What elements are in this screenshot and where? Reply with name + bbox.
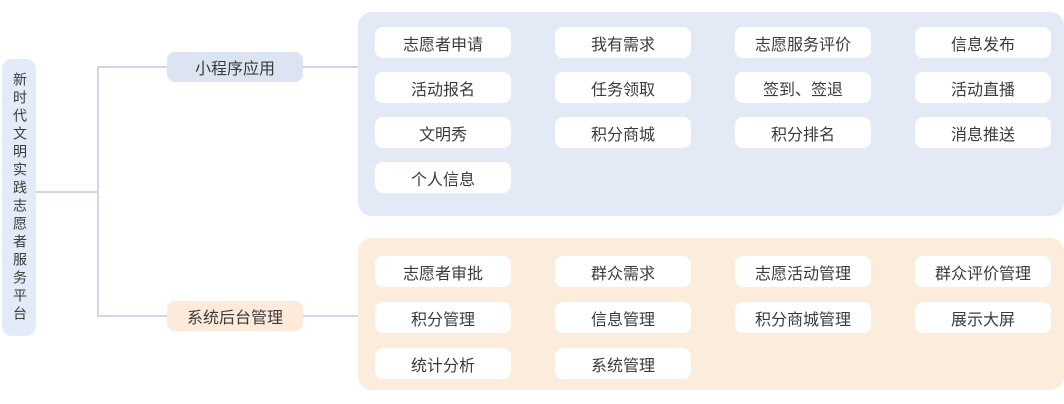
- mini-program-feature-item[interactable]: 信息发布: [915, 27, 1051, 58]
- backend-feature-item[interactable]: 展示大屏: [915, 302, 1051, 333]
- feature-item-label: 统计分析: [410, 355, 475, 375]
- connector-trunk-to-miniprogram: [97, 66, 167, 68]
- feature-item-label: 积分商城管理: [754, 309, 851, 329]
- branch-node-backend[interactable]: 系统后台管理: [167, 301, 303, 331]
- feature-item-label: 志愿者申请: [402, 34, 483, 54]
- root-node-label: 新时代文明实践志愿者服务平台: [11, 71, 27, 324]
- mini-program-feature-item[interactable]: 个人信息: [375, 162, 511, 193]
- backend-feature-item[interactable]: 群众评价管理: [915, 256, 1051, 287]
- mini-program-feature-item[interactable]: 志愿者申请: [375, 27, 511, 58]
- mini-program-feature-item[interactable]: 积分商城: [555, 117, 691, 148]
- connector-miniprogram-to-section: [303, 66, 358, 68]
- feature-item-label: 我有需求: [590, 34, 655, 54]
- backend-section: 志愿者审批 群众需求 志愿活动管理 群众评价管理 积分管理 信息管理 积分商: [358, 238, 1064, 390]
- feature-item-label: 文明秀: [418, 124, 467, 144]
- connector-trunk-to-backend: [97, 315, 167, 317]
- branch-node-mini-program[interactable]: 小程序应用: [167, 52, 303, 82]
- feature-item-label: 志愿活动管理: [754, 263, 851, 283]
- feature-item-label: 活动报名: [410, 79, 475, 99]
- mini-program-feature-item[interactable]: 签到、签退: [735, 72, 871, 103]
- feature-item-label: 系统管理: [590, 355, 655, 375]
- feature-item-label: 活动直播: [950, 79, 1015, 99]
- feature-item-label: 志愿服务评价: [754, 34, 851, 54]
- feature-item-label: 信息发布: [950, 34, 1015, 54]
- backend-feature-item[interactable]: 群众需求: [555, 256, 691, 287]
- connector-root-to-trunk: [36, 191, 98, 193]
- feature-item-label: 群众评价管理: [934, 263, 1031, 283]
- connector-backend-to-section: [303, 315, 358, 317]
- feature-item-label: 签到、签退: [762, 79, 843, 99]
- feature-item-label: 志愿者审批: [402, 263, 483, 283]
- feature-item-label: 展示大屏: [950, 309, 1015, 329]
- feature-item-label: 个人信息: [410, 169, 475, 189]
- backend-feature-item[interactable]: 积分管理: [375, 302, 511, 333]
- connector-trunk: [97, 66, 99, 316]
- backend-feature-item[interactable]: 系统管理: [555, 348, 691, 379]
- feature-item-label: 积分管理: [410, 309, 475, 329]
- feature-item-label: 积分排名: [770, 124, 835, 144]
- mini-program-feature-item[interactable]: 我有需求: [555, 27, 691, 58]
- mini-program-section: 志愿者申请 我有需求 志愿服务评价 信息发布 活动报名 任务领取 签到、签退: [358, 12, 1064, 216]
- backend-feature-item[interactable]: 统计分析: [375, 348, 511, 379]
- backend-feature-item[interactable]: 志愿活动管理: [735, 256, 871, 287]
- branch-node-mini-program-label: 小程序应用: [194, 59, 275, 78]
- mini-program-feature-item[interactable]: 活动直播: [915, 72, 1051, 103]
- mini-program-feature-item[interactable]: 活动报名: [375, 72, 511, 103]
- branch-node-backend-label: 系统后台管理: [186, 308, 283, 327]
- backend-feature-item[interactable]: 积分商城管理: [735, 302, 871, 333]
- feature-item-label: 信息管理: [590, 309, 655, 329]
- mini-program-feature-item[interactable]: 消息推送: [915, 117, 1051, 148]
- mini-program-feature-item[interactable]: 积分排名: [735, 117, 871, 148]
- feature-item-label: 消息推送: [950, 124, 1015, 144]
- backend-feature-item[interactable]: 志愿者审批: [375, 256, 511, 287]
- mini-program-feature-item[interactable]: 任务领取: [555, 72, 691, 103]
- mini-program-feature-item[interactable]: 文明秀: [375, 117, 511, 148]
- backend-feature-item[interactable]: 信息管理: [555, 302, 691, 333]
- mini-program-feature-item[interactable]: 志愿服务评价: [735, 27, 871, 58]
- feature-item-label: 积分商城: [590, 124, 655, 144]
- feature-item-label: 任务领取: [590, 79, 655, 99]
- root-node[interactable]: 新时代文明实践志愿者服务平台: [2, 59, 36, 336]
- feature-item-label: 群众需求: [590, 263, 655, 283]
